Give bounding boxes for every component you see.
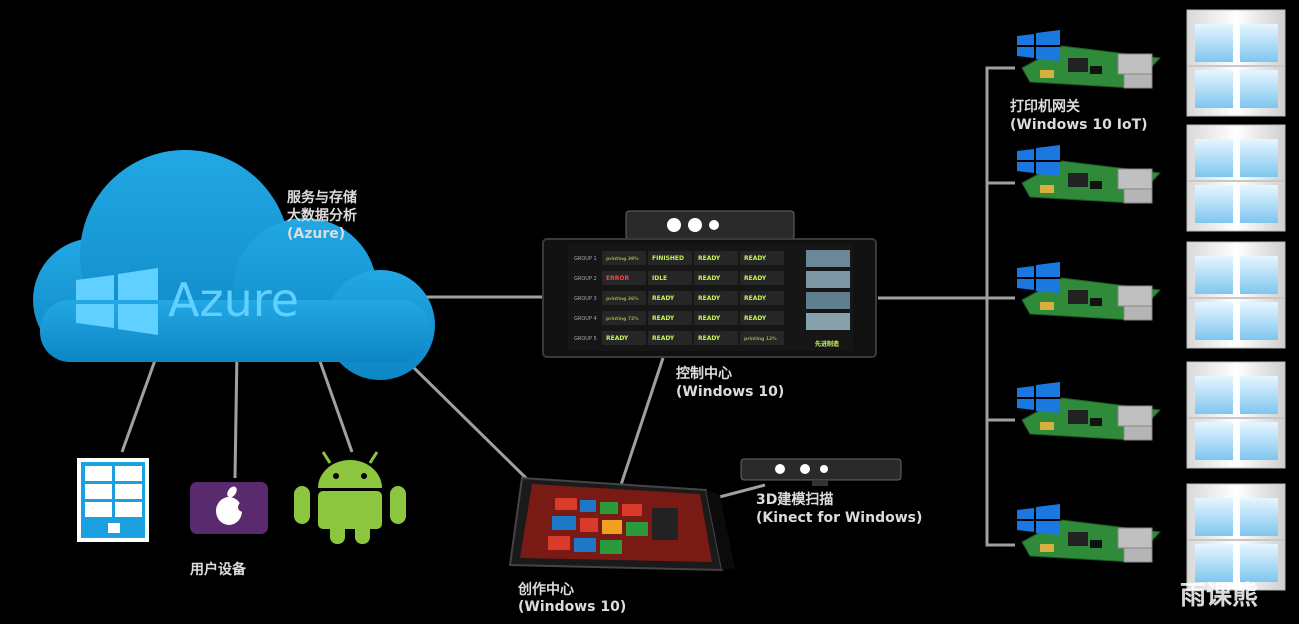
printer-3d-icon — [1186, 241, 1286, 349]
gateway-unit — [1017, 9, 1286, 117]
dashboard-cell-status: READY — [744, 315, 767, 322]
azure-cloud: Azure — [33, 150, 435, 380]
windows-flag-icon — [1017, 145, 1060, 176]
gateway-unit — [1017, 124, 1286, 232]
creative-label-line1: 创作中心 — [517, 581, 574, 598]
dashboard-cell — [694, 291, 738, 305]
dashboard-cell-status: READY — [652, 335, 675, 342]
windows-phone-icon — [77, 458, 149, 542]
android-icon — [294, 451, 406, 544]
dashboard-cell-status: READY — [698, 295, 721, 302]
control-label-line2: (Windows 10) — [676, 384, 784, 400]
dashboard-cell — [694, 251, 738, 265]
dashboard-group-label: GROUP 4 — [574, 316, 597, 322]
dashboard-cell-status: ERROR — [606, 275, 629, 282]
dashboard-brand: 先进制造 — [815, 340, 839, 348]
gateway-unit — [1017, 361, 1286, 469]
dashboard-cell-status: READY — [606, 335, 629, 342]
kinect-scanner — [740, 458, 902, 486]
dashboard-cell-status: READY — [652, 315, 675, 322]
windows-flag-icon — [1017, 30, 1060, 61]
dashboard-group-label: GROUP 1 — [574, 256, 597, 262]
printer-gateway-stack — [1017, 9, 1286, 591]
printer-3d-icon — [1186, 9, 1286, 117]
windows-flag-icon — [1017, 382, 1060, 413]
dashboard-group-label: GROUP 3 — [574, 296, 597, 302]
dashboard-cell — [740, 271, 784, 285]
dashboard-cell — [694, 311, 738, 325]
printer-3d-icon — [1186, 483, 1286, 591]
windows-flag-icon — [1017, 262, 1060, 293]
dashboard-cell-status: READY — [698, 275, 721, 282]
scan-label-line2: (Kinect for Windows) — [756, 510, 922, 526]
dashboard-cell — [648, 291, 692, 305]
services-label-line2: 大数据分析 — [287, 207, 357, 224]
windows-logo-icon — [76, 268, 158, 335]
dashboard-cell-status: READY — [744, 275, 767, 282]
dashboard-thumbnails — [806, 250, 850, 330]
dashboard-cell-status: READY — [698, 315, 721, 322]
dashboard-cell-status: printing 12% — [744, 336, 777, 342]
control-center-monitor: GROUP 1 printing 39% FINISHED READY READY GRO… — [542, 238, 877, 358]
gateway-unit — [1017, 483, 1286, 591]
printer-3d-icon — [1186, 361, 1286, 469]
dashboard-cell-status: READY — [698, 255, 721, 262]
dashboard-group-label: GROUP 5 — [574, 336, 597, 342]
dashboard-cell-status: printing 36% — [606, 296, 639, 302]
creative-center-tablet — [508, 476, 735, 572]
azure-label: Azure — [168, 273, 299, 327]
dashboard-cell-status: READY — [652, 295, 675, 302]
dashboard-cell — [740, 251, 784, 265]
dashboard-cell-status: READY — [744, 255, 767, 262]
dashboard-group-label: GROUP 2 — [574, 276, 597, 282]
dashboard-cell — [602, 251, 646, 265]
dashboard-cell-status: READY — [744, 295, 767, 302]
dashboard-cell — [740, 331, 784, 345]
dashboard-cell — [602, 291, 646, 305]
watermark: 雨课熊 — [1180, 580, 1258, 611]
dashboard-cell-status: printing 39% — [606, 256, 639, 262]
services-label-line1: 服务与存储 — [287, 189, 357, 206]
gateway-label-line1: 打印机网关 — [1010, 98, 1080, 115]
gateway-board-icon — [1021, 160, 1162, 204]
dashboard-cell-status: FINISHED — [652, 255, 684, 262]
dashboard-rows: GROUP 1 printing 39% FINISHED READY READY GRO… — [574, 251, 784, 345]
user-devices-label: 用户设备 — [190, 561, 247, 578]
dashboard-cell — [602, 271, 646, 285]
control-label-line1: 控制中心 — [676, 365, 732, 382]
dashboard-cell — [602, 311, 646, 325]
dashboard-cell-status: READY — [698, 335, 721, 342]
dashboard-cell — [648, 311, 692, 325]
kinect-sensor-top — [625, 210, 795, 240]
dashboard-cell — [648, 271, 692, 285]
scan-label-line1: 3D建模扫描 — [756, 491, 833, 508]
dashboard-cell — [694, 331, 738, 345]
dashboard-cell-status: printing 72% — [606, 316, 639, 322]
windows-flag-icon — [1017, 504, 1060, 535]
printer-3d-icon — [1186, 124, 1286, 232]
gateway-label-line2: (Windows 10 IoT) — [1010, 117, 1148, 133]
dashboard-cell — [648, 331, 692, 345]
dashboard-cell — [694, 271, 738, 285]
services-label-line3: (Azure) — [287, 226, 345, 242]
dashboard-cell-status: IDLE — [652, 275, 667, 282]
dashboard-cell — [602, 331, 646, 345]
dashboard-cell — [648, 251, 692, 265]
creative-label-line2: (Windows 10) — [518, 599, 626, 615]
dashboard-cell — [740, 311, 784, 325]
gateway-unit — [1017, 241, 1286, 349]
dashboard-cell — [740, 291, 784, 305]
apple-icon — [190, 482, 268, 534]
